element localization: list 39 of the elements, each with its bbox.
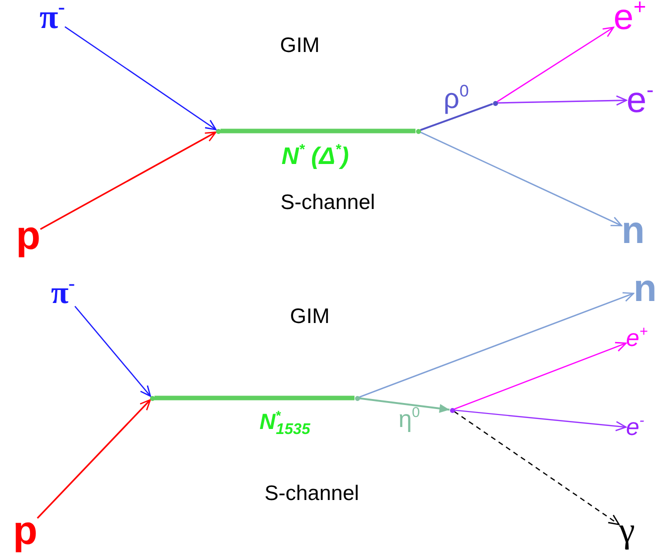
particle-label: γ — [619, 512, 635, 548]
particle-label: e$^{+}$ — [626, 327, 648, 351]
edge-label: ρ$^{0}$ — [444, 85, 469, 113]
arrow — [496, 26, 614, 102]
particle-label: n — [622, 212, 645, 250]
arrow — [40, 132, 216, 230]
particle-label: p — [13, 511, 38, 551]
arrow — [420, 132, 622, 226]
annotation-text: GIM — [290, 306, 330, 326]
arrow — [497, 95, 628, 106]
line — [154, 396, 354, 400]
line — [220, 128, 416, 134]
particle-label: p — [16, 216, 40, 256]
vertex-dot — [450, 408, 454, 412]
particle-label: e$^{+}$ — [614, 0, 646, 35]
vertex-dot — [492, 100, 498, 106]
arrow — [454, 410, 627, 432]
vertex-dot — [416, 128, 420, 134]
arrow — [36, 399, 151, 519]
annotation-text: S-channel — [280, 192, 376, 212]
dashed-arrow — [454, 410, 620, 526]
vertex-dot — [354, 396, 360, 400]
edge-label: N$^{*}$ (Δ$^{*}$) — [282, 145, 349, 169]
edge-label: η$^{0}$ — [398, 408, 420, 432]
arrow — [359, 397, 450, 413]
arrow — [359, 292, 634, 398]
arrow — [64, 26, 217, 130]
particle-label: n — [634, 270, 657, 308]
arrow — [74, 306, 152, 397]
particle-label: e$^{-}$ — [626, 416, 644, 440]
particle-label: π$^{-}$ — [40, 1, 65, 35]
arrow — [454, 342, 627, 410]
annotation-text: GIM — [280, 34, 320, 56]
vertex-dot — [150, 396, 154, 400]
vertex-dot — [216, 128, 220, 134]
annotation-text: S-channel — [264, 482, 360, 504]
particle-label: e$^{-}$ — [626, 82, 654, 118]
line — [420, 103, 493, 131]
particle-label: π$^{-}$ — [51, 276, 75, 308]
